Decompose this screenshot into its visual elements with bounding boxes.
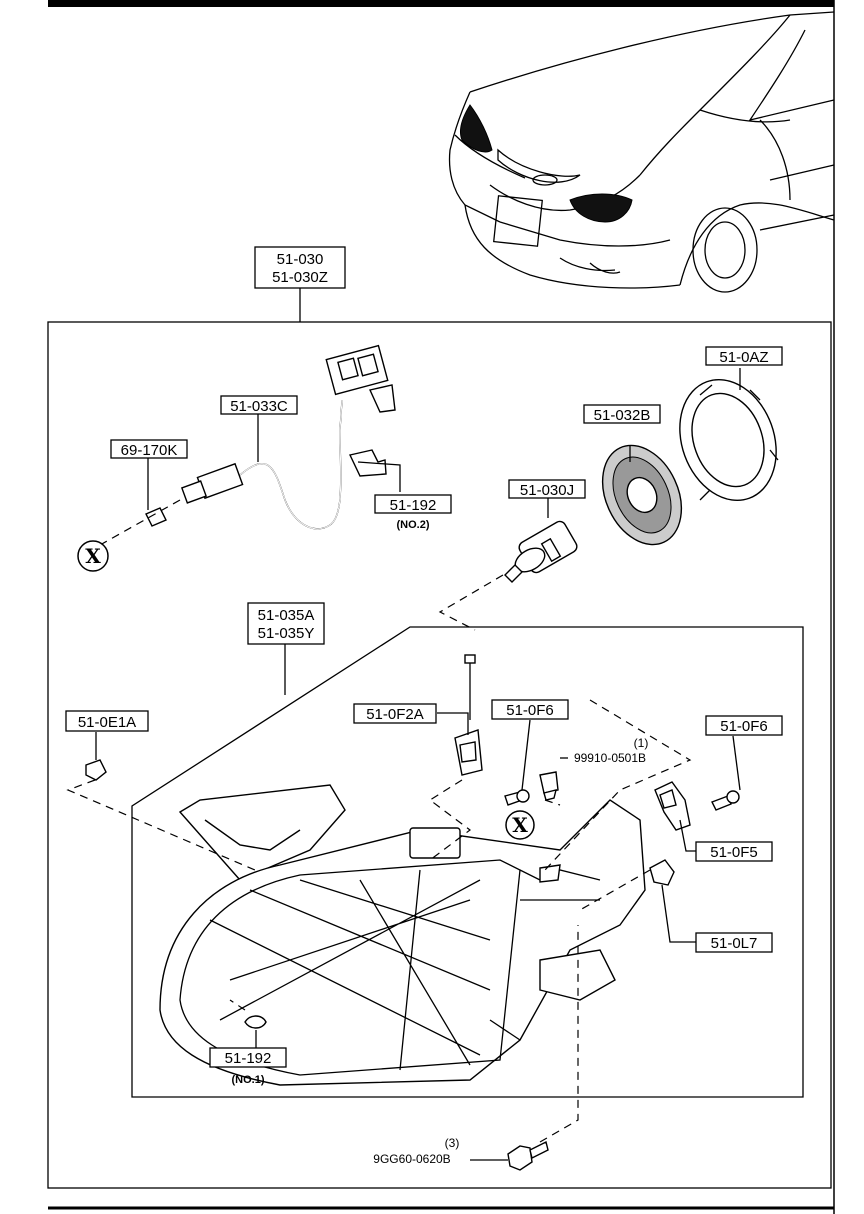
nut-dash bbox=[544, 699, 692, 871]
headlamp-housing bbox=[159, 784, 646, 1086]
bolt-dash bbox=[539, 925, 579, 1143]
callout-harness: 51-033C bbox=[230, 398, 288, 415]
side-bulb-dash bbox=[99, 499, 181, 546]
leader-lines bbox=[95, 368, 741, 1161]
side-bulb bbox=[145, 507, 167, 527]
callout-bracket-right: 51-0F5 bbox=[710, 844, 758, 861]
clip-no1 bbox=[244, 1015, 267, 1029]
callout-screw-right: 51-0F6 bbox=[720, 718, 768, 735]
callout-clip-left: 51-0E1A bbox=[78, 714, 136, 731]
screw-right bbox=[711, 790, 740, 811]
callout-lens-1: 51-035A bbox=[258, 607, 315, 624]
nut bbox=[539, 771, 559, 801]
x-marker-2-text: X bbox=[512, 813, 528, 837]
bracket-right bbox=[654, 781, 691, 831]
callout-headlamp-assy-2: 51-030Z bbox=[272, 269, 328, 286]
callout-bracket-low: 51-0L7 bbox=[711, 935, 758, 952]
bolt bbox=[507, 1140, 549, 1171]
bracket-low bbox=[649, 859, 675, 886]
callout-bulb-cover: 51-032B bbox=[594, 407, 651, 424]
x-marker-1-text: X bbox=[85, 544, 101, 568]
headlamp-bulb bbox=[504, 520, 578, 583]
socket-ring bbox=[679, 378, 779, 502]
adjuster bbox=[454, 654, 483, 776]
callout-clip-no2: 51-192 bbox=[390, 497, 437, 514]
clip-left bbox=[85, 759, 107, 781]
callout-nut: 99910-0501B bbox=[574, 751, 646, 765]
callout-bulb: 51-030J bbox=[520, 482, 574, 499]
screw-top bbox=[504, 789, 530, 806]
callout-clip-no1-note: (NO.1) bbox=[232, 1074, 265, 1086]
x-marker-1: X bbox=[77, 540, 109, 572]
outer-frame bbox=[47, 321, 832, 1189]
callout-lens-2: 51-035Y bbox=[258, 625, 315, 642]
adjuster-dash bbox=[428, 779, 471, 861]
callout-adjuster: 51-0F2A bbox=[366, 706, 424, 723]
callout-socket-ring: 51-0AZ bbox=[719, 349, 768, 366]
bulb-cover bbox=[601, 444, 683, 546]
callout-side-bulb: 69-170K bbox=[121, 442, 178, 459]
callout-screw-top: 51-0F6 bbox=[506, 702, 554, 719]
clip-left-dash bbox=[66, 779, 256, 871]
callout-bolt: 9GG60-0620B bbox=[373, 1152, 450, 1166]
callout-nut-note: (1) bbox=[634, 736, 649, 750]
bulb-dash bbox=[438, 574, 504, 631]
clip-no1-dash bbox=[229, 999, 246, 1011]
callout-clip-no2-note: (NO.2) bbox=[397, 519, 430, 531]
callout-clip-no1: 51-192 bbox=[225, 1050, 272, 1067]
callout-headlamp-assy-1: 51-030 bbox=[277, 251, 324, 268]
inner-frame bbox=[131, 626, 804, 1098]
x-marker-2: X bbox=[505, 810, 535, 840]
callout-bolt-note: (3) bbox=[445, 1136, 460, 1150]
car-illustration bbox=[448, 11, 835, 293]
wiring-harness bbox=[180, 344, 396, 530]
top-border bbox=[48, 0, 834, 7]
